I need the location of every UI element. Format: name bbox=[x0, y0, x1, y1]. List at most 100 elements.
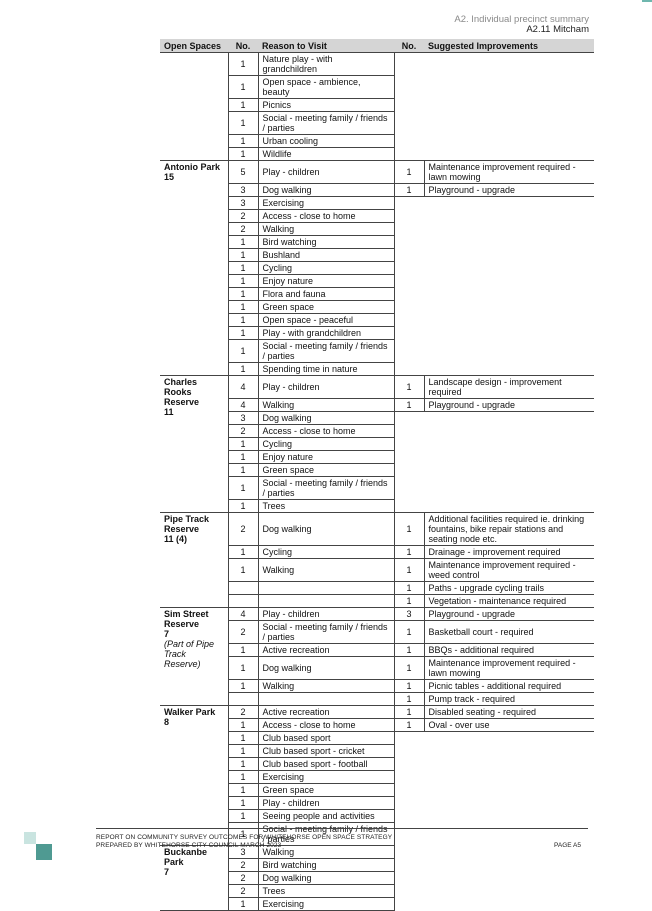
suggested-improvement bbox=[424, 438, 594, 451]
reason-to-visit bbox=[257, 581, 395, 595]
suggested-improvement bbox=[424, 464, 594, 477]
visit-count: 1 bbox=[227, 98, 258, 112]
visit-count: 2 bbox=[227, 620, 258, 644]
improvement-count bbox=[394, 797, 424, 810]
improvement-count: 1 bbox=[394, 594, 425, 608]
improvement-count bbox=[394, 810, 424, 823]
reason-to-visit: Green space bbox=[257, 463, 395, 477]
suggested-improvement bbox=[424, 412, 594, 425]
visit-count: 1 bbox=[227, 476, 258, 500]
reason-to-visit: Dog walking bbox=[257, 871, 395, 885]
reason-to-visit: Flora and fauna bbox=[257, 287, 395, 301]
improvement-count bbox=[394, 732, 424, 745]
reason-to-visit: Green space bbox=[257, 300, 395, 314]
improvement-count: 1 bbox=[394, 512, 425, 546]
visit-count: 1 bbox=[227, 248, 258, 262]
visit-count bbox=[227, 581, 258, 595]
visit-count: 4 bbox=[227, 398, 258, 412]
improvement-count bbox=[394, 249, 424, 262]
suggested-improvement bbox=[424, 758, 594, 771]
reason-to-visit: Cycling bbox=[257, 261, 395, 275]
reason-to-visit: Active recreation bbox=[257, 643, 395, 657]
improvement-count bbox=[394, 112, 424, 135]
improvement-count: 1 bbox=[394, 545, 425, 559]
reason-to-visit: Trees bbox=[257, 499, 395, 513]
open-space-name bbox=[160, 52, 228, 161]
suggested-improvement: Picnic tables - additional required bbox=[424, 679, 594, 693]
suggested-improvement bbox=[424, 314, 594, 327]
visit-count: 1 bbox=[227, 770, 258, 784]
improvement-count: 1 bbox=[394, 643, 425, 657]
suggested-improvement: Playground - upgrade bbox=[424, 607, 594, 621]
suggested-improvement bbox=[424, 236, 594, 249]
suggested-improvement bbox=[424, 148, 594, 161]
improvement-count: 3 bbox=[394, 607, 425, 621]
header-reason-to-visit: Reason to Visit bbox=[258, 39, 394, 53]
reason-to-visit: Urban cooling bbox=[257, 134, 395, 148]
open-space-label: Buckanbe Park bbox=[164, 847, 208, 867]
visit-count: 1 bbox=[227, 147, 258, 161]
visit-count: 1 bbox=[227, 679, 258, 693]
improvement-count bbox=[394, 76, 424, 99]
suggested-improvement: Disabled seating - required bbox=[424, 705, 594, 719]
visit-count: 2 bbox=[227, 209, 258, 223]
suggested-improvement bbox=[424, 451, 594, 464]
reason-to-visit: Club based sport - football bbox=[257, 757, 395, 771]
suggested-improvement bbox=[424, 76, 594, 99]
header-open-spaces: Open Spaces bbox=[160, 39, 228, 53]
improvement-count: 1 bbox=[394, 705, 425, 719]
improvement-count bbox=[394, 758, 424, 771]
visit-count: 1 bbox=[227, 718, 258, 732]
suggested-improvement bbox=[424, 859, 594, 872]
visit-count: 1 bbox=[227, 757, 258, 771]
improvement-count bbox=[394, 745, 424, 758]
reason-to-visit: Open space - ambience, beauty bbox=[257, 75, 395, 99]
visit-count: 2 bbox=[227, 705, 258, 719]
open-space-label: Charles Rooks Reserve bbox=[164, 377, 200, 407]
respondent-count: 7 bbox=[164, 629, 170, 639]
page-number: PAGE A5 bbox=[554, 842, 581, 849]
improvement-count bbox=[394, 451, 424, 464]
improvement-count bbox=[394, 327, 424, 340]
visit-count: 2 bbox=[227, 512, 258, 546]
suggested-improvement bbox=[424, 797, 594, 810]
header-visit-count: No. bbox=[228, 39, 258, 53]
suggested-improvement: Maintenance improvement required - lawn … bbox=[424, 656, 594, 680]
suggested-improvement: Playground - upgrade bbox=[424, 398, 594, 412]
subsection-title: A2.11 Mitcham bbox=[526, 24, 589, 35]
visit-count: 1 bbox=[227, 558, 258, 582]
visit-count: 1 bbox=[227, 326, 258, 340]
reason-to-visit: Exercising bbox=[257, 897, 395, 911]
improvement-count: 1 bbox=[394, 160, 425, 184]
improvement-count bbox=[394, 771, 424, 784]
visit-count: 2 bbox=[227, 858, 258, 872]
visit-count: 1 bbox=[227, 643, 258, 657]
improvement-count bbox=[394, 262, 424, 275]
reason-to-visit: Walking bbox=[257, 398, 395, 412]
visit-count: 3 bbox=[227, 183, 258, 197]
improvement-count bbox=[394, 197, 424, 210]
visit-count: 2 bbox=[227, 424, 258, 438]
reason-to-visit: Dog walking bbox=[257, 656, 395, 680]
